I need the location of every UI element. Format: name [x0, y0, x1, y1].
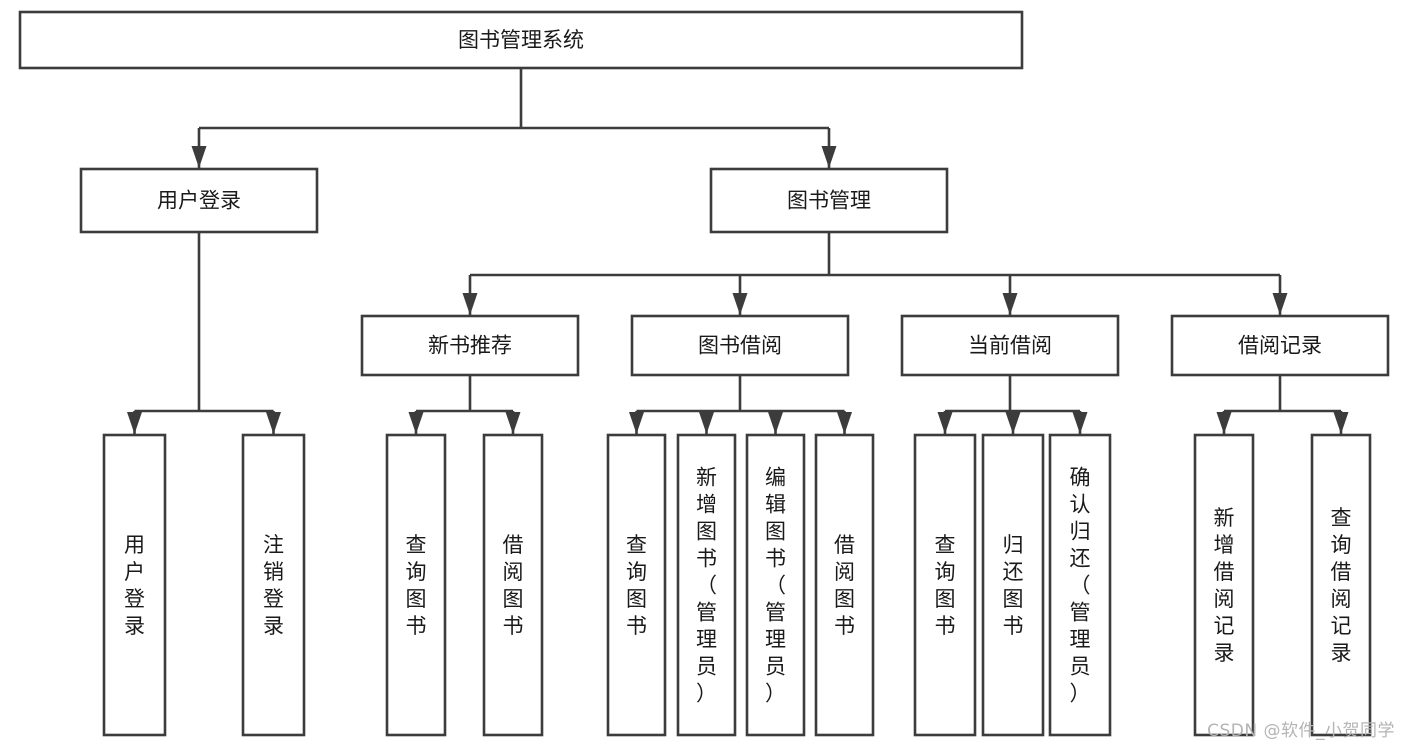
node-level3-2-label: 当前借阅: [968, 334, 1052, 358]
arrow-head-icon: [732, 293, 748, 315]
arrow-head-icon: [1333, 412, 1349, 434]
node-leaf-5[interactable]: 新增图书（管理员）: [676, 433, 737, 737]
arrow-head-icon: [408, 412, 424, 434]
node-leaf-7-label: 借阅图书: [834, 533, 855, 638]
node-layer: 图书管理系统用户登录图书管理新书推荐图书借阅当前借阅借阅记录用户登录注销登录查询…: [18, 10, 1390, 737]
arrow-head-icon: [1002, 293, 1018, 315]
arrow-head-icon: [699, 412, 714, 434]
arrow-head-icon: [837, 412, 852, 434]
arrow-head-icon: [1005, 412, 1021, 434]
node-leaf-6-label: 编辑图书（管理员）: [765, 466, 786, 706]
node-leaf-9-label: 归还图书: [1003, 533, 1024, 638]
node-leaf-8-label: 查询图书: [935, 533, 956, 638]
arrow-head-icon: [1072, 412, 1088, 434]
arrow-head-icon: [937, 412, 953, 434]
node-leaf-6[interactable]: 编辑图书（管理员）: [745, 433, 806, 737]
node-leaf-10-label: 确认归还（管理员）: [1070, 466, 1091, 706]
node-level3-1-label: 图书借阅: [698, 334, 782, 358]
arrow-head-icon: [629, 412, 644, 434]
node-leaf-4-label: 查询图书: [626, 533, 647, 638]
connector-layer: [127, 68, 1349, 434]
node-level3-2[interactable]: 当前借阅: [900, 314, 1120, 377]
node-leaf-4[interactable]: 查询图书: [606, 433, 667, 737]
node-leaf-3-label: 借阅图书: [503, 533, 524, 638]
arrow-head-icon: [266, 412, 281, 434]
node-level3-0[interactable]: 新书推荐: [360, 314, 580, 377]
arrow-head-icon: [1216, 412, 1232, 434]
node-level3-1[interactable]: 图书借阅: [630, 314, 850, 377]
node-leaf-10[interactable]: 确认归还（管理员）: [1048, 433, 1112, 737]
node-leaf-11-label: 新增借阅记录: [1214, 506, 1235, 665]
node-leaf-1-label: 注销登录: [263, 533, 284, 638]
node-root-label: 图书管理系统: [458, 28, 584, 52]
arrow-head-icon: [505, 412, 521, 434]
node-leaf-0-label: 用户登录: [124, 533, 145, 638]
node-leaf-8[interactable]: 查询图书: [913, 433, 977, 737]
arrow-head-icon: [821, 146, 837, 168]
arrow-head-icon: [191, 146, 207, 168]
node-leaf-12-label: 查询借阅记录: [1331, 506, 1352, 665]
node-leaf-2-label: 查询图书: [406, 533, 427, 638]
arrow-head-icon: [768, 412, 783, 434]
arrow-head-icon: [462, 293, 478, 315]
node-leaf-5-label: 新增图书（管理员）: [696, 466, 717, 706]
node-leaf-3[interactable]: 借阅图书: [482, 433, 544, 737]
node-leaf-0[interactable]: 用户登录: [102, 433, 167, 737]
node-root[interactable]: 图书管理系统: [18, 10, 1024, 70]
node-level3-3-label: 借阅记录: [1238, 334, 1322, 358]
node-leaf-1[interactable]: 注销登录: [241, 433, 306, 737]
node-level3-3[interactable]: 借阅记录: [1170, 314, 1390, 377]
node-leaf-11[interactable]: 新增借阅记录: [1193, 433, 1255, 737]
node-leaf-2[interactable]: 查询图书: [385, 433, 447, 737]
node-level2-0-label: 用户登录: [157, 189, 241, 213]
node-level2-0[interactable]: 用户登录: [79, 167, 319, 234]
node-level3-0-label: 新书推荐: [428, 334, 512, 358]
node-level2-1-label: 图书管理: [787, 189, 871, 213]
node-level2-1[interactable]: 图书管理: [709, 167, 949, 234]
node-leaf-9[interactable]: 归还图书: [981, 433, 1045, 737]
arrow-head-icon: [127, 412, 142, 434]
arrow-head-icon: [1272, 293, 1288, 315]
node-leaf-7[interactable]: 借阅图书: [814, 433, 875, 737]
node-leaf-12[interactable]: 查询借阅记录: [1310, 433, 1372, 737]
